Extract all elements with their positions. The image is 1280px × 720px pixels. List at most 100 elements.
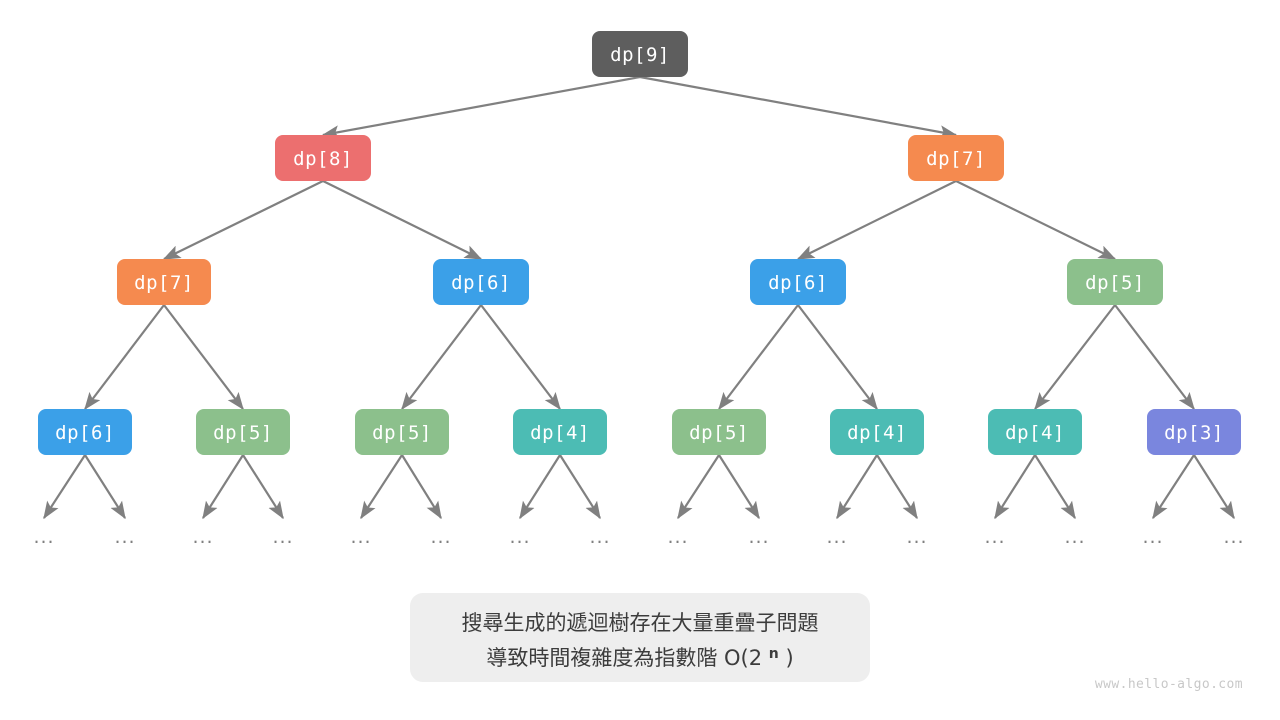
ellipsis-marker: ... — [1142, 526, 1163, 548]
ellipsis-edge — [202, 454, 244, 520]
tree-node-box — [672, 409, 766, 455]
ellipsis-edge — [1152, 454, 1195, 520]
tree-node-label: dp[7] — [926, 148, 986, 170]
caption-background — [410, 593, 870, 682]
tree-edge — [639, 75, 958, 139]
ellipsis-edge — [401, 454, 442, 520]
tree-node-box — [750, 259, 846, 305]
tree-node-label: dp[6] — [55, 422, 115, 444]
tree-node[interactable]: dp[6] — [750, 259, 846, 305]
ellipsis-edge — [677, 454, 720, 520]
tree-edge — [1034, 304, 1116, 411]
ellipsis-marker: ... — [667, 526, 688, 548]
ellipsis-marker: ... — [748, 526, 769, 548]
tree-node-label: dp[4] — [847, 422, 907, 444]
tree-edge — [84, 304, 165, 411]
ellipsis-edge — [84, 454, 126, 520]
tree-edge — [401, 304, 482, 411]
tree-node[interactable]: dp[5] — [672, 409, 766, 455]
caption-text-prefix: 導致時間複雜度為指數階 — [486, 646, 724, 670]
tree-node-box — [908, 135, 1004, 181]
tree-node-box — [1147, 409, 1241, 455]
tree-edge — [321, 75, 641, 139]
watermark-label: www.hello-algo.com — [1095, 677, 1243, 692]
tree-edge — [163, 304, 244, 411]
tree-edge — [718, 304, 799, 411]
tree-edge — [1114, 304, 1195, 411]
ellipsis-edge — [1193, 454, 1235, 520]
ellipsis-edge — [559, 454, 601, 520]
tree-node-box — [1067, 259, 1163, 305]
tree-node-label: dp[5] — [213, 422, 273, 444]
ellipsis-edge — [994, 454, 1036, 520]
ellipsis-edge — [360, 454, 403, 520]
tree-node-box — [433, 259, 529, 305]
tree-node-box — [117, 259, 211, 305]
caption-complexity-exponent: n — [769, 646, 779, 662]
tree-node[interactable]: dp[9] — [592, 31, 688, 77]
tree-edge — [955, 180, 1117, 260]
node-layer: dp[9] dp[8] dp[7] dp[7] dp[6] dp[6] dp[5] dp[6]… — [38, 31, 1241, 455]
tree-node[interactable]: dp[8] — [275, 135, 371, 181]
ellipsis-arrow-layer — [43, 454, 1235, 520]
tree-edge — [162, 180, 324, 260]
ellipsis-edge — [242, 454, 284, 520]
ellipsis-marker: ... — [1064, 526, 1085, 548]
tree-node[interactable]: dp[6] — [38, 409, 132, 455]
tree-node-label: dp[3] — [1164, 422, 1224, 444]
tree-node-label: dp[7] — [134, 272, 194, 294]
tree-node[interactable]: dp[4] — [830, 409, 924, 455]
ellipsis-layer: ........................................… — [33, 526, 1244, 548]
ellipsis-marker: ... — [509, 526, 530, 548]
ellipsis-marker: ... — [430, 526, 451, 548]
ellipsis-edge — [876, 454, 918, 520]
ellipsis-edge — [836, 454, 878, 520]
edge-layer — [84, 75, 1195, 411]
ellipsis-marker: ... — [1223, 526, 1244, 548]
tree-node-label: dp[5] — [1085, 272, 1145, 294]
tree-node[interactable]: dp[6] — [433, 259, 529, 305]
ellipsis-marker: ... — [984, 526, 1005, 548]
tree-node[interactable]: dp[7] — [117, 259, 211, 305]
tree-node-label: dp[6] — [451, 272, 511, 294]
ellipsis-marker: ... — [906, 526, 927, 548]
tree-edge — [480, 304, 561, 411]
tree-node-label: dp[8] — [293, 148, 353, 170]
tree-edge — [797, 304, 878, 411]
caption-box: 搜尋生成的遞迴樹存在大量重疊子問題 導致時間複雜度為指數階 O(2 n ) — [410, 593, 870, 682]
tree-node-label: dp[4] — [530, 422, 590, 444]
ellipsis-marker: ... — [589, 526, 610, 548]
ellipsis-edge — [718, 454, 760, 520]
tree-node-label: dp[6] — [768, 272, 828, 294]
tree-node[interactable]: dp[3] — [1147, 409, 1241, 455]
tree-node-box — [513, 409, 607, 455]
tree-node-box — [830, 409, 924, 455]
tree-node-box — [38, 409, 132, 455]
ellipsis-marker: ... — [114, 526, 135, 548]
ellipsis-marker: ... — [350, 526, 371, 548]
ellipsis-edge — [519, 454, 561, 520]
caption-line-1: 搜尋生成的遞迴樹存在大量重疊子問題 — [462, 611, 819, 635]
tree-node-label: dp[5] — [372, 422, 432, 444]
ellipsis-marker: ... — [826, 526, 847, 548]
caption-complexity-close: ) — [785, 646, 793, 670]
ellipsis-marker: ... — [33, 526, 54, 548]
tree-node[interactable]: dp[5] — [1067, 259, 1163, 305]
tree-node[interactable]: dp[5] — [355, 409, 449, 455]
caption-complexity-base: O(2 — [724, 646, 762, 670]
tree-node-box — [988, 409, 1082, 455]
tree-edge — [796, 180, 957, 260]
tree-node[interactable]: dp[4] — [988, 409, 1082, 455]
tree-node-box — [355, 409, 449, 455]
tree-node[interactable]: dp[7] — [908, 135, 1004, 181]
ellipsis-marker: ... — [272, 526, 293, 548]
caption-line-2: 導致時間複雜度為指數階 O(2 n ) — [486, 639, 793, 670]
tree-node-label: dp[5] — [689, 422, 749, 444]
tree-node[interactable]: dp[5] — [196, 409, 290, 455]
tree-node-box — [275, 135, 371, 181]
ellipsis-marker: ... — [192, 526, 213, 548]
tree-node-box — [592, 31, 688, 77]
tree-node[interactable]: dp[4] — [513, 409, 607, 455]
tree-node-box — [196, 409, 290, 455]
